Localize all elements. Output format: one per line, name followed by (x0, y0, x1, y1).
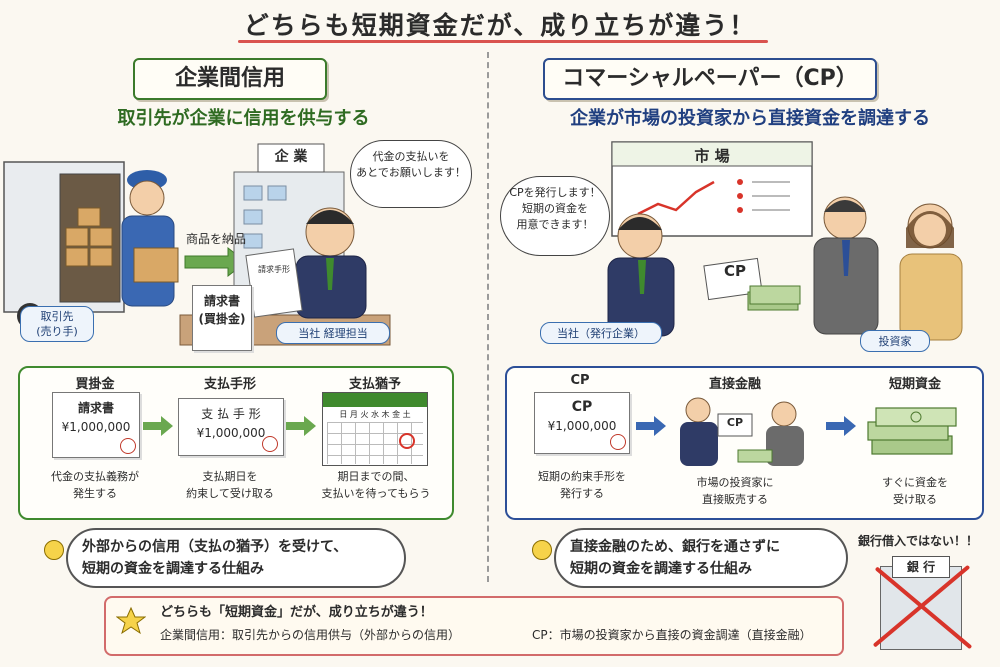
step-desc-kaikake: 代金の支払義務が 発生する (51, 470, 139, 500)
note-doc-title: 支 払 手 形 (201, 407, 261, 421)
direct-cp-card: CP (726, 416, 744, 429)
step-title-yuyo: 支払猶予 (348, 377, 401, 392)
step-desc-tegata: 支払期日を 約束して受け取る (186, 470, 274, 500)
market-sign: 市 場 (694, 147, 730, 165)
bank-caption: 銀行借入ではない！！ (857, 534, 978, 548)
summary-right: CP：市場の投資家から直接の資金調達（直接金融） (532, 628, 812, 642)
stamp-icon (262, 436, 278, 452)
arrow-right-icon (143, 416, 173, 436)
step-desc-yuyo: 期日までの間、 支払いを待ってもらう (321, 470, 431, 500)
star-icon (116, 606, 146, 635)
step-desc-shortfund: すぐに資金を 受け取る (882, 476, 948, 506)
summary-headline: どちらも「短期資金」だが、成り立ちが違う！ (160, 605, 433, 620)
step-title-tegata: 支払手形 (203, 377, 256, 392)
arrow-right-icon (826, 416, 856, 436)
investor-tag: 投資家 (860, 330, 930, 352)
bank-building-icon: 銀 行 (872, 552, 973, 650)
summary-left: 企業間信用：取引先からの信用供与（外部からの信用） (160, 628, 461, 642)
step-title-shortfund: 短期資金 (888, 377, 941, 392)
lightbulb-icon (532, 540, 552, 560)
step-title-direct: 直接金融 (708, 377, 761, 392)
center-divider (487, 52, 489, 582)
issuer-person (607, 213, 675, 337)
left-subtitle: 取引先が企業に信用を供与する (117, 108, 370, 129)
supplier-tag: 取引先 (売り手) (20, 306, 94, 342)
lightbulb-icon (44, 540, 64, 560)
delivery-label: 商品を納品 (186, 232, 247, 246)
investor-man (813, 196, 879, 335)
left-speech-bubble: 代金の支払いを あとでお願いします！ (350, 140, 472, 208)
summary-box (104, 596, 844, 656)
right-note: 直接金融のため、銀行を通さずに 短期の資金を調達する仕組み (554, 528, 848, 588)
accountant-person (295, 207, 367, 319)
left-heading: 企業間信用 (133, 58, 327, 100)
left-note: 外部からの信用（支払の猶予）を受けて、 短期の資金を調達する仕組み (66, 528, 406, 588)
page-title: どちらも短期資金だが、成り立ちが違う！ (243, 11, 757, 40)
right-illustration (607, 141, 963, 341)
truck-illustration (3, 161, 125, 329)
bank-sign: 銀 行 (892, 556, 950, 578)
right-heading: コマーシャルペーパー（CP） (543, 58, 877, 100)
direct-finance-illustration (680, 397, 804, 466)
step-desc-cp: 短期の約束手形を 発行する (538, 470, 626, 500)
small-doc-label: 請求手形 (258, 264, 290, 274)
supplier-worker (121, 170, 179, 307)
right-speech-bubble: CPを発行します！ 短期の資金を 用意できます！ (500, 176, 610, 256)
invoice-amount: ¥1,000,000 (61, 420, 131, 434)
stamp-icon (610, 434, 626, 450)
calendar-icon: 日 月 火 水 木 金 土 (322, 392, 428, 466)
step-desc-direct: 市場の投資家に 直接販売する (696, 476, 774, 506)
cp-doc-title: CP (571, 399, 593, 415)
arrow-right-icon (636, 416, 666, 436)
stamp-icon (120, 438, 136, 454)
company-sign: 企 業 (274, 149, 308, 165)
step-title-kaikake: 買掛金 (75, 377, 115, 392)
note-amount: ¥1,000,000 (196, 426, 266, 440)
investor-woman (899, 203, 963, 341)
accountant-tag: 当社 経理担当 (276, 322, 390, 344)
cash-stack-icon (867, 407, 957, 455)
title-underline (238, 40, 768, 43)
calendar-weekdays: 日 月 火 水 木 金 土 (339, 410, 411, 419)
step-title-cp: CP (570, 373, 590, 388)
arrow-right-icon (286, 416, 316, 436)
invoice-doc-title: 請求書 (77, 401, 114, 415)
invoice-document: 請求書 (買掛金) (192, 285, 252, 351)
cp-card-label: CP (723, 262, 746, 280)
right-subtitle: 企業が市場の投資家から直接資金を調達する (570, 108, 930, 129)
issuer-tag: 当社（発行企業） (540, 322, 662, 344)
cp-amount: ¥1,000,000 (547, 419, 617, 433)
